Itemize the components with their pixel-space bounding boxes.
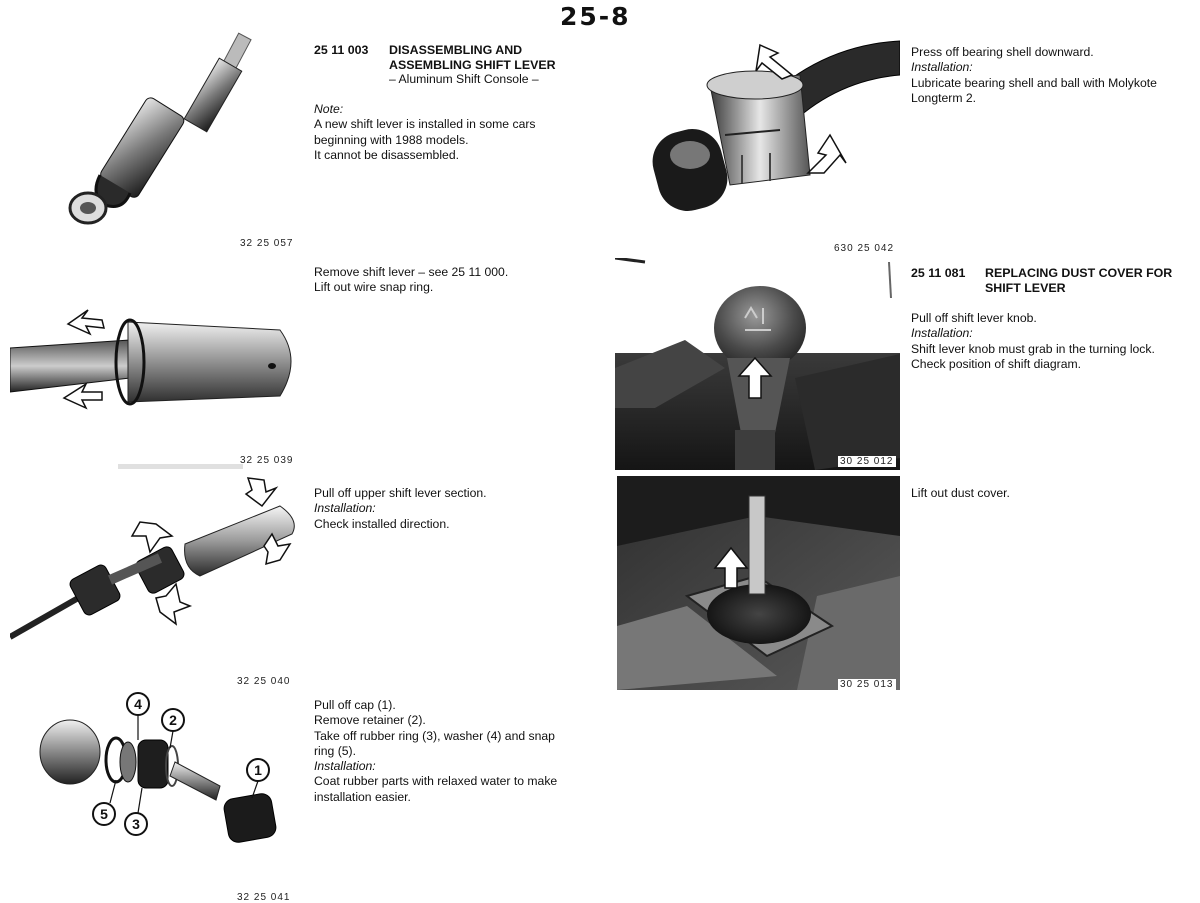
installation-line: Longterm 2. (911, 90, 977, 105)
figure-number: 30 25 012 (838, 456, 896, 467)
section-subtitle: – Aluminum Shift Console – (389, 72, 539, 87)
installation-line: Coat rubber parts with relaxed water to … (314, 774, 558, 789)
installation-line: Check position of shift diagram. (911, 356, 1082, 371)
step-line: Remove retainer (2). (314, 713, 426, 728)
page-number: 25-8 (560, 2, 631, 31)
figure-number: 30 25 013 (838, 679, 896, 690)
step-line: Pull off shift lever knob. (911, 311, 1037, 325)
section-code: 25 11 081 (911, 266, 966, 280)
figure-cap-retainer-rings: 4 2 1 5 3 (20, 690, 300, 865)
note-line: beginning with 1988 models. (314, 132, 469, 147)
installation-label: Installation: (314, 759, 376, 774)
callout-2: 2 (169, 712, 177, 728)
step-press-off-bearing-shell: Press off bearing shell downward. Instal… (911, 45, 1157, 106)
figure-number: 32 25 040 (237, 676, 291, 687)
figure-dust-cover (617, 476, 900, 690)
callout-1: 1 (254, 762, 262, 778)
step-line: Lift out wire snap ring. (314, 280, 434, 295)
section-code: 25 11 003 (314, 43, 369, 57)
step-pull-off-upper-section: Pull off upper shift lever section. Inst… (314, 486, 487, 532)
installation-line: Lubricate bearing shell and ball with Mo… (911, 75, 1157, 90)
step-line: Lift out dust cover. (911, 486, 1010, 500)
figure-shift-lever-assembly (40, 20, 280, 235)
callout-3: 3 (132, 816, 140, 832)
callout-4: 4 (134, 696, 142, 712)
step-line: Pull off cap (1). (314, 698, 396, 712)
figure-number: 32 25 039 (240, 455, 294, 466)
note-label: Note: (314, 102, 344, 116)
callout-5: 5 (100, 806, 108, 822)
subtitle-text: – Aluminum Shift Console – (389, 72, 539, 86)
installation-line: installation easier. (314, 789, 411, 804)
section-title-line-2: SHIFT LEVER (985, 281, 1066, 295)
figure-shift-lever-knob (615, 258, 900, 470)
figure-wire-snap-ring (10, 300, 300, 460)
step-line: Pull off upper shift lever section. (314, 486, 487, 500)
section-title-line-1: REPLACING DUST COVER FOR (985, 266, 1173, 280)
note-line: A new shift lever is installed in some c… (314, 117, 536, 132)
installation-line: Check installed direction. (314, 516, 450, 531)
step-line: Remove shift lever – see 25 11 000. (314, 265, 509, 279)
note-block: Note: A new shift lever is installed in … (314, 102, 536, 163)
step-line: ring (5). (314, 743, 356, 758)
note-line: It cannot be disassembled. (314, 147, 459, 162)
installation-label: Installation: (911, 60, 973, 75)
step-pull-off-cap: Pull off cap (1). Remove retainer (2). T… (314, 698, 557, 805)
figure-bearing-shell (650, 35, 900, 240)
figure-callouts: 4 2 1 5 3 (100, 696, 262, 832)
figure-number: 630 25 042 (834, 243, 895, 254)
figure-number: 32 25 041 (237, 892, 291, 903)
step-line: Take off rubber ring (3), washer (4) and… (314, 728, 555, 743)
figure-number: 32 25 057 (240, 238, 294, 249)
section-title-line-2: ASSEMBLING SHIFT LEVER (389, 58, 556, 72)
step-pull-off-knob: Pull off shift lever knob. Installation:… (911, 311, 1155, 372)
figure-upper-shift-lever-section (10, 472, 300, 672)
installation-label: Installation: (314, 501, 376, 516)
step-lift-out-dust-cover: Lift out dust cover. (911, 486, 1010, 501)
installation-line: Shift lever knob must grab in the turnin… (911, 341, 1155, 356)
section-heading-25-11-003: 25 11 003 (314, 43, 368, 58)
section-title-line-1: DISASSEMBLING AND (389, 43, 523, 57)
scan-shading (118, 464, 243, 469)
installation-label: Installation: (911, 326, 973, 341)
step-line: Press off bearing shell downward. (911, 45, 1094, 59)
step-remove-shift-lever: Remove shift lever – see 25 11 000. Lift… (314, 265, 508, 296)
